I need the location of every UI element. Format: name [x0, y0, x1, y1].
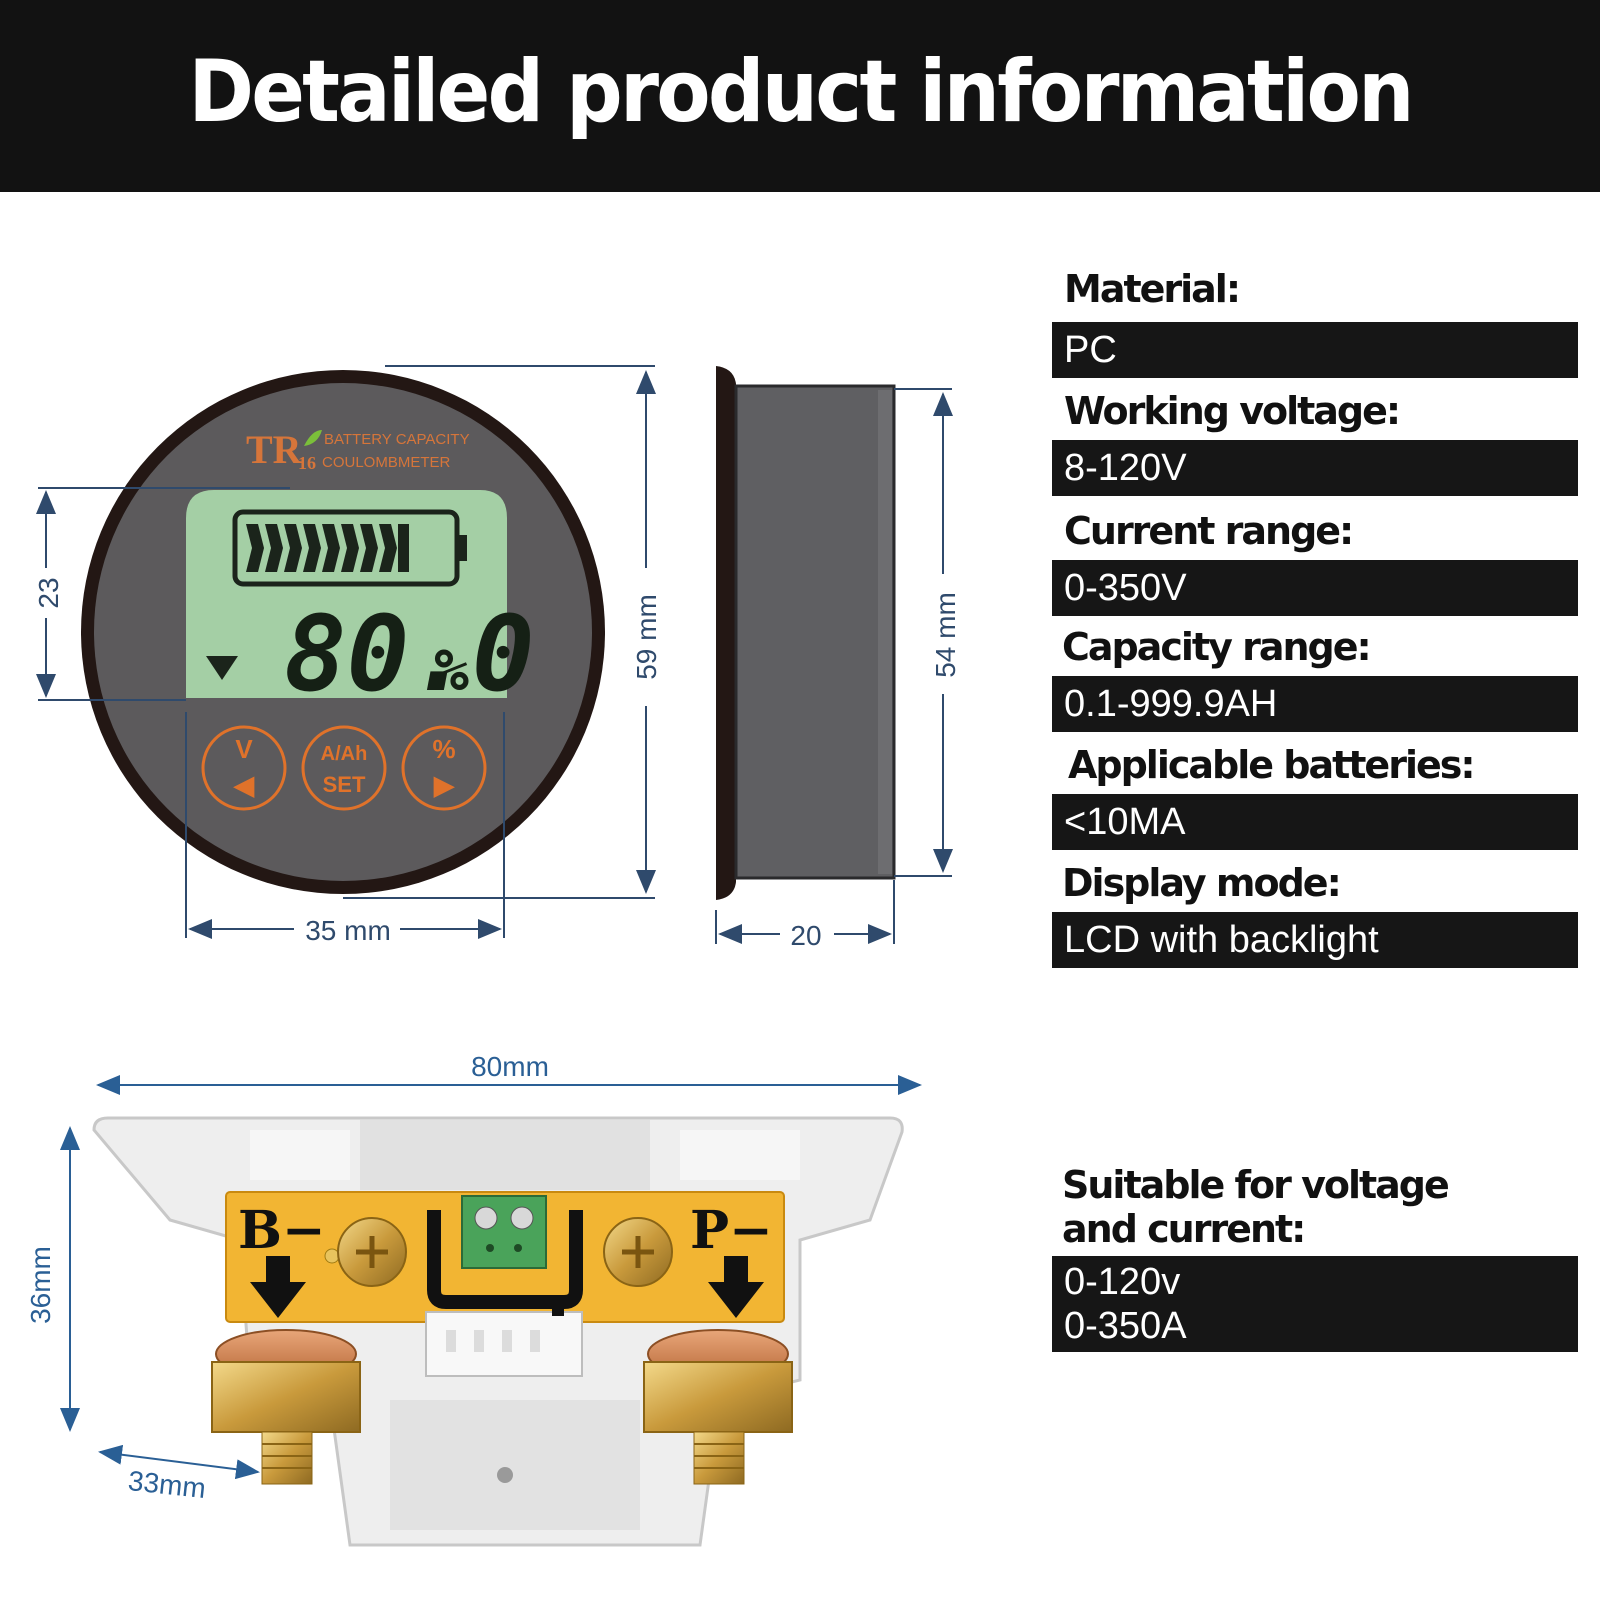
- terminal-right: [643, 1329, 793, 1485]
- meter-front-view: TR 16 BATTERY CAPACITY COULOMBMETER 80.0…: [33, 365, 662, 946]
- battery-icon: [232, 509, 467, 587]
- leaf-icon: [304, 430, 322, 446]
- spec-value-material: PC: [1052, 322, 1578, 378]
- dimension-35mm-label: 35 mm: [305, 915, 391, 946]
- spec-label-capacity-range: Capacity range:: [1062, 625, 1372, 669]
- spec-value-capacity-range: 0.1-999.9AH: [1052, 676, 1578, 732]
- dimension-36mm-label: 36mm: [25, 1246, 56, 1324]
- spec-label-suitable-line-1: Suitable for voltage: [1062, 1163, 1450, 1207]
- spec-value-suitable-voltage: 0-120v: [1064, 1261, 1181, 1303]
- screw-right-icon: [603, 1217, 673, 1287]
- lcd-reading-unit: %: [434, 636, 469, 704]
- brand-logo-tr: TR: [246, 427, 303, 472]
- dimension-33mm-label: 33mm: [127, 1465, 208, 1504]
- side-body: [734, 384, 896, 880]
- lcd-reading: 80.0: [284, 593, 534, 715]
- svg-text:V: V: [235, 734, 253, 764]
- terminal-left: [211, 1329, 361, 1485]
- spec-value-working-voltage: 8-120V: [1052, 440, 1578, 496]
- p-minus-label: P−: [690, 1200, 773, 1261]
- spec-value-display-mode: LCD with backlight: [1052, 912, 1578, 968]
- spec-label-current-range: Current range:: [1064, 509, 1354, 553]
- spec-value-applicable-batteries: <10MA: [1052, 794, 1578, 850]
- dimension-20: [715, 880, 895, 944]
- white-connector: [425, 1306, 583, 1377]
- svg-text:%: %: [432, 734, 455, 764]
- set-button[interactable]: A/Ah SET: [301, 725, 387, 811]
- down-arrow-left-icon: [250, 1256, 306, 1318]
- svg-text:A/Ah: A/Ah: [321, 743, 368, 765]
- svg-text:▶: ▶: [433, 770, 455, 800]
- side-bezel: [716, 366, 736, 900]
- screw-left-icon: [337, 1217, 407, 1287]
- dimension-54mm-label: 54 mm: [930, 592, 961, 678]
- spec-label-material: Material:: [1064, 267, 1241, 311]
- spec-value-current-range: 0-350V: [1052, 560, 1578, 616]
- dimension-59mm: [343, 365, 656, 899]
- spec-value-suitable: 0-120v 0-350A: [1052, 1256, 1578, 1352]
- percent-right-button[interactable]: % ▶: [401, 725, 487, 811]
- down-arrow-right-icon: [708, 1256, 764, 1318]
- dimension-80mm-label: 80mm: [471, 1051, 549, 1082]
- header-banner: Detailed product information: [0, 0, 1600, 192]
- meter-side-view: 54 mm 20: [715, 366, 961, 951]
- dimension-54mm: [894, 388, 953, 877]
- dimension-59mm-label: 59 mm: [631, 594, 662, 680]
- dimension-33mm-line: [98, 1444, 260, 1480]
- brand-line-1: BATTERY CAPACITY: [324, 431, 470, 448]
- dimension-23: [36, 487, 290, 701]
- b-minus-label: B−: [238, 1200, 326, 1261]
- v-left-button[interactable]: V ◀: [201, 725, 287, 811]
- spec-value-suitable-current: 0-350A: [1064, 1305, 1187, 1347]
- spec-label-working-voltage: Working voltage:: [1064, 389, 1401, 433]
- dimension-35mm: [185, 712, 505, 939]
- spec-label-display-mode: Display mode:: [1062, 861, 1342, 905]
- green-terminal-block: [461, 1195, 547, 1269]
- svg-text:SET: SET: [323, 772, 366, 797]
- brand-logo-num: 16: [298, 453, 316, 473]
- lcd-screen: [186, 490, 507, 698]
- brand-line-2: COULOMBMETER: [322, 454, 451, 471]
- spec-label-applicable-batteries: Applicable batteries:: [1068, 743, 1476, 787]
- dimension-23-label: 23: [33, 577, 64, 608]
- shunt-view: 80mm 36mm 33mm B− P−: [25, 1051, 922, 1547]
- svg-text:◀: ◀: [233, 770, 255, 800]
- dimension-20-label: 20: [790, 920, 821, 951]
- page-title: Detailed product information: [188, 42, 1414, 142]
- spec-label-suitable-line-2: and current:: [1062, 1207, 1306, 1251]
- down-triangle-icon: [206, 656, 238, 680]
